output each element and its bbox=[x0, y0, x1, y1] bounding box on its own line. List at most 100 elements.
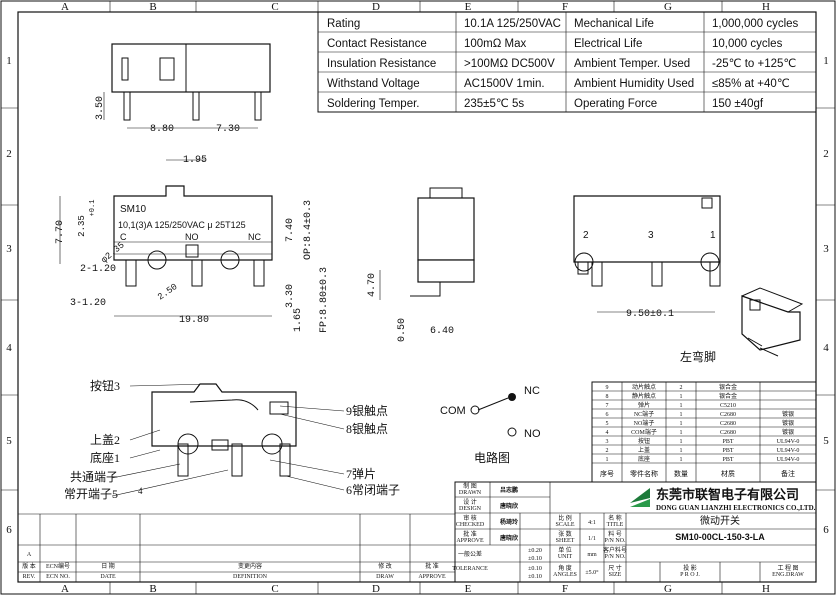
rev-header: 修 改 bbox=[378, 562, 392, 570]
spec-value: -25℃ to +125℃ bbox=[712, 58, 796, 70]
dim-text: 4.70 bbox=[367, 273, 378, 297]
spec-label: Ambient Humidity Used bbox=[574, 78, 694, 90]
tb-label: DESIGN bbox=[459, 506, 482, 512]
spec-value: AC1500V 1min. bbox=[464, 78, 545, 90]
front-view: 1.95 SM10 10,1(3)A 125/250VAC μ 25T125 C… bbox=[55, 155, 330, 333]
col-label: H bbox=[762, 1, 770, 13]
tb-signer: 杨琦玲 bbox=[500, 518, 518, 526]
bom-cell: 静片触点 bbox=[632, 392, 656, 400]
tb-label: 工 程 图 bbox=[777, 564, 798, 572]
row-label: 5 bbox=[6, 435, 12, 447]
dim-text: 3.30 bbox=[285, 284, 296, 308]
nc-contact bbox=[508, 393, 516, 401]
part-label: 按钮3 bbox=[90, 378, 120, 393]
bom-cell: 弹片 bbox=[638, 401, 650, 409]
rev-letter: A bbox=[27, 552, 32, 558]
tb-signer: 唐晓欣 bbox=[499, 534, 519, 542]
bom-cell: PBT bbox=[722, 448, 733, 454]
bom-header: 数量 bbox=[674, 469, 688, 478]
tb-label: 名 称 bbox=[608, 514, 622, 522]
isometric-view: 左弯脚 bbox=[680, 287, 804, 364]
circuit-no: NO bbox=[524, 428, 541, 440]
col-label: G bbox=[664, 583, 672, 595]
tb-value: 1/1 bbox=[588, 536, 596, 542]
tb-label: CHECKED bbox=[456, 522, 485, 528]
bom-header: 零件名称 bbox=[630, 469, 658, 478]
row-label: 1 bbox=[6, 55, 12, 67]
spec-label: Rating bbox=[327, 18, 360, 30]
tb-label: 单 位 bbox=[558, 546, 572, 554]
bom-cell: 动片触点 bbox=[632, 383, 656, 391]
spec-label: Contact Resistance bbox=[327, 38, 427, 50]
col-label: G bbox=[664, 1, 672, 13]
title-block: 制 图 DRAWN 吕志鹏 设 计 DESIGN 唐晓欣 审 核 CHECKED… bbox=[18, 481, 817, 583]
column-labels: A B C D E F G H A B C D E F G H bbox=[61, 1, 770, 595]
bom-cell: UL94V-0 bbox=[777, 448, 800, 454]
rev-header-en: ECN NO. bbox=[46, 574, 70, 580]
dim-text: 7.30 bbox=[216, 124, 240, 135]
back-terminal-label: 1 bbox=[710, 230, 716, 241]
tb-label: 比 例 bbox=[558, 514, 572, 522]
bom-cell: 镀银 bbox=[782, 428, 794, 436]
internal-view bbox=[151, 383, 297, 477]
col-label: B bbox=[149, 583, 156, 595]
dim-text: OP:8.4±0.3 bbox=[303, 200, 314, 260]
bom-cell: UL94V-0 bbox=[777, 439, 800, 445]
bom-cell: 1 bbox=[680, 457, 683, 463]
tb-label: 投 影 bbox=[683, 564, 697, 572]
leader-lines bbox=[111, 383, 345, 497]
circuit-caption: 电路图 bbox=[474, 450, 510, 465]
bom-cell: 按钮 bbox=[638, 437, 650, 445]
internal-labels: 按钮3 上盖2 底座1 共通端子 常开端子5 4 9银触点 8银触点 7弹片 6… bbox=[64, 378, 400, 501]
back-terminal-label: 2 bbox=[583, 230, 589, 241]
dim-text: +0.1 bbox=[89, 200, 97, 217]
dim-text: 2.50 bbox=[156, 282, 179, 303]
back-view: 2 3 1 9.50±0.1 bbox=[573, 195, 721, 320]
bom-cell: 1 bbox=[680, 412, 683, 418]
dim-text: 1.95 bbox=[183, 155, 207, 166]
tb-label: 客户料号 bbox=[603, 546, 627, 554]
part-label: 9银触点 bbox=[346, 404, 388, 418]
bom-cell: 镀银 bbox=[782, 419, 794, 427]
company-name-cn: 东莞市联智电子有限公司 bbox=[656, 487, 799, 502]
front-brand: SM10 bbox=[120, 204, 147, 215]
part-label: 4 bbox=[138, 486, 143, 496]
dim-text: 7.40 bbox=[285, 218, 296, 242]
circuit-nc: NC bbox=[524, 385, 540, 397]
bom-cell: 7 bbox=[606, 403, 609, 409]
spec-value: 150 ±40gf bbox=[712, 98, 764, 110]
dim-text: 19.80 bbox=[179, 315, 209, 326]
bom-cell: 1 bbox=[680, 448, 683, 454]
tb-label: 制 图 bbox=[463, 482, 477, 490]
col-label: H bbox=[762, 583, 770, 595]
bom-cell: 镀银 bbox=[782, 410, 794, 418]
part-label: 8银触点 bbox=[346, 422, 388, 436]
rev-header: 变更内容 bbox=[238, 562, 262, 570]
left-bend-label: 左弯脚 bbox=[680, 349, 716, 364]
terminal-c: C bbox=[120, 232, 127, 242]
col-label: A bbox=[61, 1, 69, 13]
circuit-com: COM bbox=[440, 405, 466, 417]
bom-header: 材质 bbox=[721, 469, 735, 478]
spec-value: 1,000,000 cycles bbox=[712, 18, 799, 30]
dim-text: 9.50±0.1 bbox=[626, 309, 674, 320]
tb-label: 料 号 bbox=[608, 530, 622, 538]
bom-cell: 2 bbox=[606, 448, 609, 454]
part-label: 共通端子 bbox=[70, 470, 118, 484]
spec-value: 10.1A 125/250VAC bbox=[464, 18, 561, 30]
spec-value: 235±5℃ 5s bbox=[464, 98, 524, 110]
bom-cell: 6 bbox=[606, 412, 609, 418]
row-label: 5 bbox=[823, 435, 829, 447]
col-label: D bbox=[372, 1, 380, 13]
side-view: 4.70 0.50 6.40 bbox=[367, 187, 475, 342]
col-label: E bbox=[465, 1, 472, 13]
tb-tol: ±0.10 bbox=[528, 566, 542, 572]
col-label: C bbox=[271, 583, 278, 595]
tb-label: ANGLES bbox=[553, 572, 577, 578]
bom-cell: COM端子 bbox=[631, 428, 657, 436]
spec-label: Electrical Life bbox=[574, 38, 642, 50]
tb-value: ±5.0° bbox=[585, 569, 599, 576]
